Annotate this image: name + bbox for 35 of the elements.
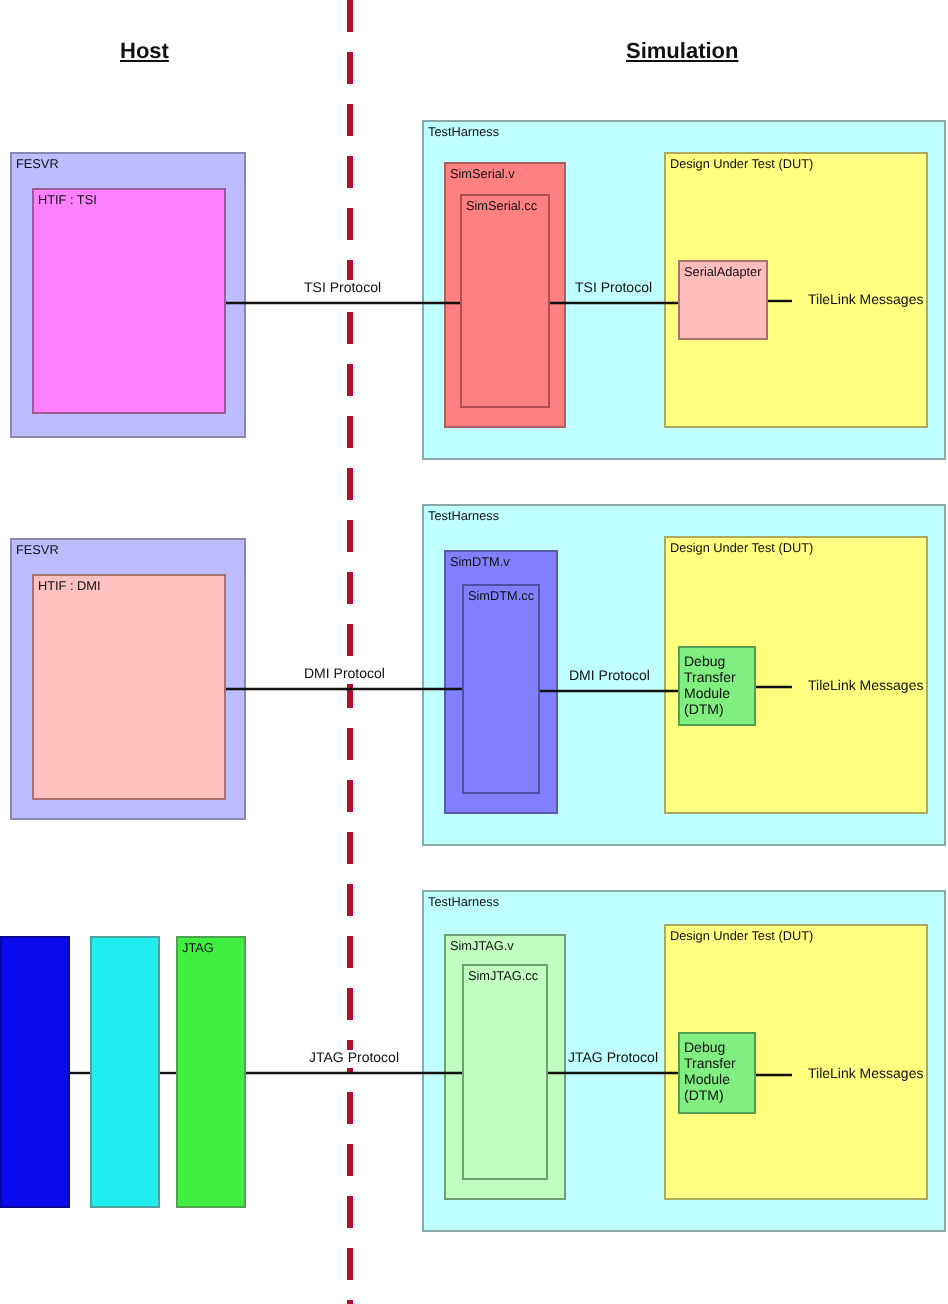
module-box	[422, 120, 946, 460]
module-box	[664, 924, 928, 1200]
connector-line	[540, 689, 678, 693]
module-box	[678, 260, 768, 340]
module-box	[444, 550, 558, 814]
connector-line	[768, 299, 792, 303]
connector-line	[756, 685, 792, 689]
module-box	[422, 504, 946, 846]
module-box	[462, 964, 548, 1180]
module-box	[664, 152, 928, 428]
module-box	[10, 538, 246, 820]
section-heading: Host	[120, 40, 169, 64]
module-box	[0, 936, 70, 1208]
module-box	[678, 1032, 756, 1114]
module-box	[32, 574, 226, 800]
connector-line	[160, 1071, 176, 1075]
module-box	[444, 162, 566, 428]
connector-line	[550, 301, 678, 305]
connector-line	[246, 1071, 462, 1075]
module-box	[460, 194, 550, 408]
module-box	[90, 936, 160, 1208]
module-box	[32, 188, 226, 414]
section-heading: Simulation	[626, 40, 739, 64]
connector-line	[226, 301, 460, 305]
module-box	[444, 934, 566, 1200]
module-box	[664, 536, 928, 814]
connector-line	[548, 1071, 678, 1075]
module-box	[422, 890, 946, 1232]
connector-line	[70, 1071, 90, 1075]
connector-line	[226, 687, 462, 691]
module-box	[176, 936, 246, 1208]
module-box	[462, 584, 540, 794]
module-box	[10, 152, 246, 438]
module-box	[678, 646, 756, 726]
connector-line	[756, 1073, 792, 1077]
